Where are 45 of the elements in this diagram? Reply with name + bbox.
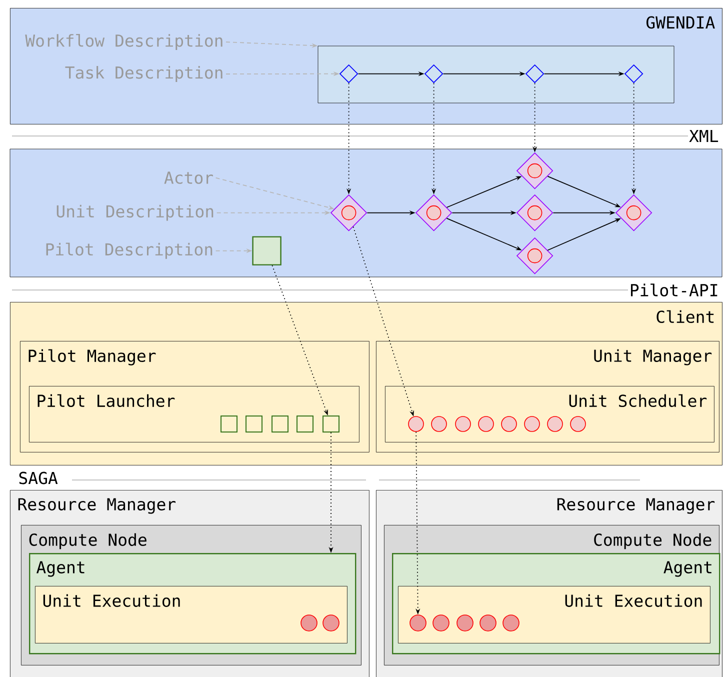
unit-circle bbox=[570, 416, 586, 432]
unit-circle bbox=[478, 416, 494, 432]
description-label: Actor bbox=[164, 172, 213, 184]
pilot-square bbox=[272, 416, 288, 432]
component-box: Unit Scheduler bbox=[385, 386, 714, 442]
unit-circle bbox=[547, 416, 563, 432]
unit-diamond bbox=[415, 194, 452, 232]
task-diamond bbox=[424, 64, 444, 84]
pilot-square bbox=[246, 416, 262, 432]
unit-circle bbox=[300, 614, 318, 632]
unit-circle bbox=[524, 416, 540, 432]
unit-circle bbox=[410, 614, 426, 632]
unit-circle bbox=[455, 416, 471, 432]
unit-circle bbox=[456, 614, 474, 632]
unit-circle bbox=[432, 614, 450, 632]
layer-band bbox=[10, 148, 722, 278]
component-box: Pilot Launcher bbox=[29, 386, 360, 442]
interface-label: XML bbox=[689, 130, 718, 142]
unit-circle bbox=[502, 614, 520, 632]
unit-circle bbox=[322, 614, 340, 632]
description-label: Unit Description bbox=[56, 204, 214, 221]
execution-box: Unit Execution bbox=[35, 586, 348, 644]
task-diamond bbox=[624, 64, 644, 84]
unit-diamond bbox=[516, 152, 554, 190]
pilot-square bbox=[322, 416, 340, 432]
pilot-square bbox=[252, 236, 282, 266]
interface-label: SAGA bbox=[19, 472, 58, 484]
unit-circle bbox=[501, 416, 517, 432]
task-diamond bbox=[339, 64, 358, 84]
description-label: Workflow Description bbox=[25, 34, 222, 50]
interface-label: Pilot-API bbox=[630, 284, 718, 296]
pilot-square bbox=[220, 416, 238, 432]
description-label: Task Description bbox=[65, 66, 222, 82]
pilot-square bbox=[296, 416, 314, 432]
unit-circle bbox=[431, 416, 447, 432]
task-diamond bbox=[525, 64, 544, 84]
workflow-box bbox=[318, 46, 674, 104]
unit-diamond bbox=[516, 194, 554, 232]
unit-diamond bbox=[516, 237, 554, 274]
description-label: Pilot Description bbox=[46, 242, 212, 259]
execution-box: Unit Execution bbox=[398, 586, 710, 644]
unit-circle bbox=[408, 416, 424, 432]
unit-circle bbox=[480, 614, 496, 632]
unit-diamond bbox=[615, 194, 652, 232]
unit-diamond bbox=[330, 194, 368, 232]
